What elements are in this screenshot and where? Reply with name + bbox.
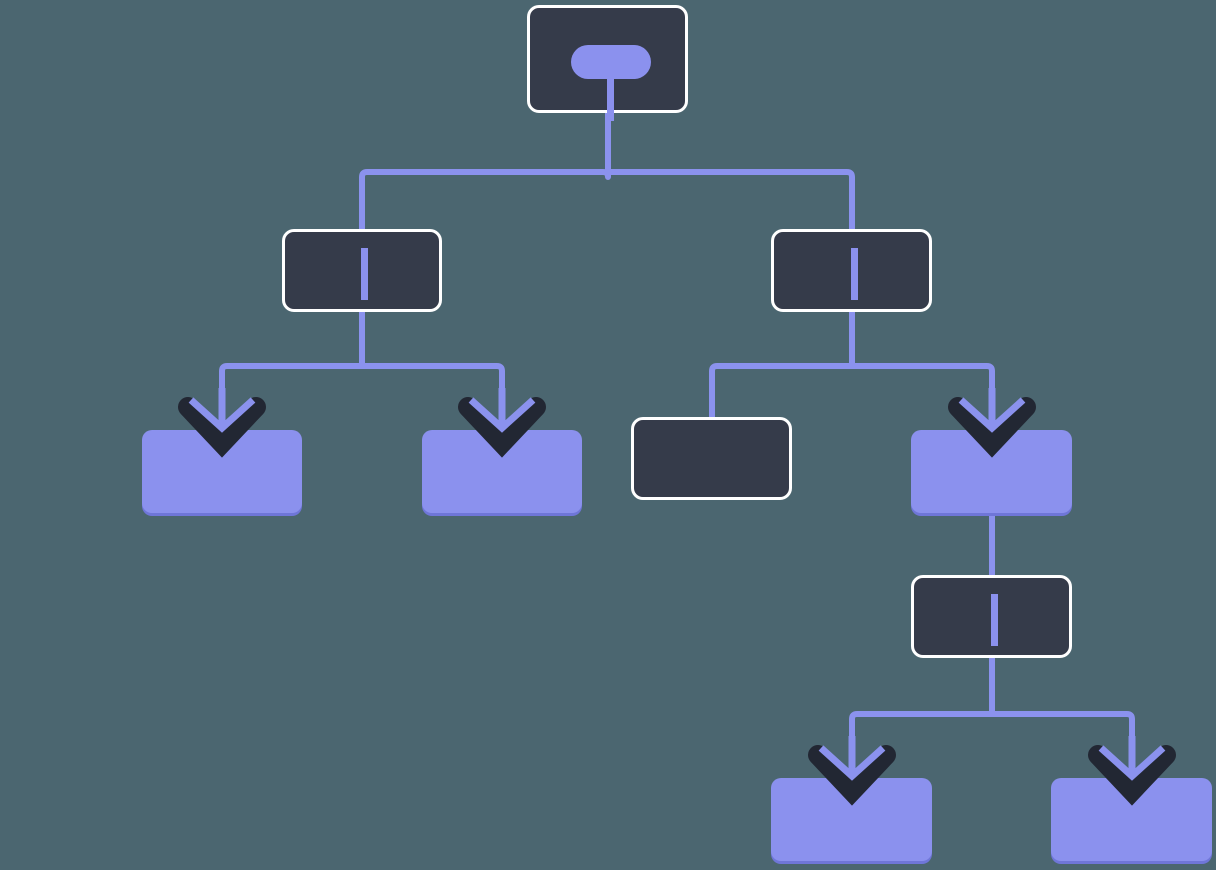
level2-right-node[interactable]	[771, 229, 932, 312]
level4-dark-node[interactable]	[911, 575, 1072, 658]
leaf-node-1[interactable]	[142, 430, 302, 513]
leaf-node-2[interactable]	[422, 430, 582, 513]
leaf-node-3[interactable]	[911, 430, 1072, 513]
node-passthrough-line	[991, 594, 998, 646]
root-stem-line	[607, 74, 614, 121]
leaf-node-4[interactable]	[771, 778, 932, 861]
leaf-node-5[interactable]	[1051, 778, 1212, 861]
node-passthrough-line	[361, 248, 368, 300]
root-node[interactable]	[527, 5, 688, 121]
node-passthrough-line	[851, 248, 858, 300]
root-pill-shape	[571, 45, 651, 79]
level3-dark-node[interactable]	[631, 417, 792, 500]
level2-left-node[interactable]	[282, 229, 442, 312]
